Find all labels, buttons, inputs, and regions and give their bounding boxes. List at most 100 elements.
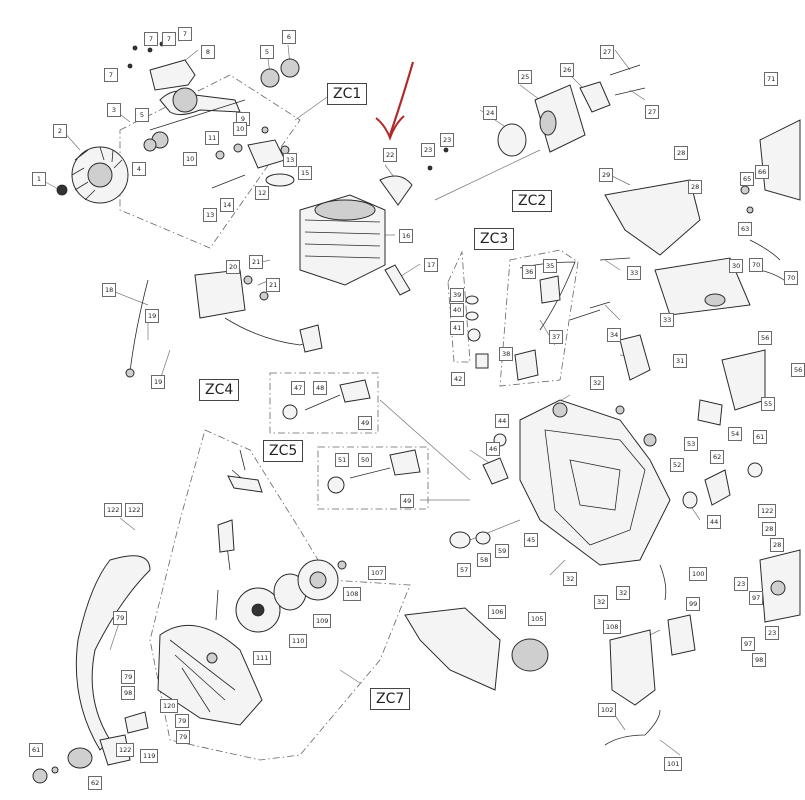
part-number-label: 105 xyxy=(528,612,547,626)
part-number-label: 31 xyxy=(673,354,688,368)
assembly-group-label: ZC1 xyxy=(327,83,368,105)
part-number-label: 57 xyxy=(457,563,472,577)
part-number-label: 25 xyxy=(518,70,533,84)
part-number-label: 108 xyxy=(343,587,362,601)
part-number-label: 23 xyxy=(765,626,780,640)
part-number-label: 36 xyxy=(522,265,537,279)
part-number-label: 33 xyxy=(627,266,642,280)
part-number-label: 55 xyxy=(761,397,776,411)
part-number-label: 42 xyxy=(451,372,466,386)
chain-brake-and-oiler xyxy=(404,549,801,746)
ignition-coil xyxy=(125,269,323,378)
part-number-label: 108 xyxy=(603,620,622,634)
part-number-label: 45 xyxy=(524,533,539,547)
part-number-label: 32 xyxy=(594,595,609,609)
part-number-label: 15 xyxy=(298,166,313,180)
part-number-label: 30 xyxy=(729,259,744,273)
part-number-label: 18 xyxy=(102,283,117,297)
part-number-label: 40 xyxy=(450,303,465,317)
part-number-label: 63 xyxy=(738,222,753,236)
part-number-label: 49 xyxy=(400,494,415,508)
part-number-label: 58 xyxy=(477,553,492,567)
assembly-group-label: ZC4 xyxy=(199,379,240,401)
fuel-system xyxy=(465,257,631,381)
part-number-label: 7 xyxy=(104,68,118,82)
part-number-label: 122 xyxy=(116,743,135,757)
part-number-label: 16 xyxy=(399,229,414,243)
part-number-label: 29 xyxy=(599,168,614,182)
part-number-label: 59 xyxy=(495,544,510,558)
assembly-group-label: ZC2 xyxy=(512,190,553,212)
part-number-label: 1 xyxy=(32,172,46,186)
crankshaft xyxy=(143,58,300,152)
part-number-label: 35 xyxy=(543,259,558,273)
part-number-label: 66 xyxy=(755,165,770,179)
part-number-label: 8 xyxy=(201,45,215,59)
part-number-label: 23 xyxy=(440,133,455,147)
part-number-label: 110 xyxy=(289,634,308,648)
part-number-label: 122 xyxy=(104,503,123,517)
part-number-label: 28 xyxy=(770,538,785,552)
part-number-label: 100 xyxy=(689,567,708,581)
oil-pump-housing xyxy=(127,41,196,91)
part-number-label: 61 xyxy=(753,430,768,444)
part-number-label: 38 xyxy=(499,347,514,361)
part-number-label: 56 xyxy=(758,331,773,345)
part-number-label: 22 xyxy=(383,148,398,162)
part-number-label: 71 xyxy=(764,72,779,86)
part-number-label: 119 xyxy=(140,749,159,763)
part-number-label: 98 xyxy=(752,653,767,667)
part-number-label: 21 xyxy=(249,255,264,269)
part-number-label: 120 xyxy=(160,699,179,713)
part-number-label: 34 xyxy=(607,328,622,342)
part-number-label: 53 xyxy=(684,437,699,451)
part-number-label: 97 xyxy=(741,637,756,651)
part-number-label: 19 xyxy=(145,309,160,323)
part-number-label: 79 xyxy=(175,714,190,728)
part-number-label: 109 xyxy=(313,614,332,628)
part-number-label: 41 xyxy=(450,321,465,335)
part-number-label: 107 xyxy=(368,566,387,580)
part-number-label: 4 xyxy=(132,162,146,176)
assembly-group-label: ZC7 xyxy=(370,688,411,710)
part-number-label: 27 xyxy=(645,105,660,119)
part-number-label: 52 xyxy=(670,458,685,472)
part-number-label: 11 xyxy=(205,131,220,145)
assembly-group-label: ZC5 xyxy=(263,440,304,462)
zc7-outline xyxy=(149,429,411,761)
part-number-label: 23 xyxy=(734,577,749,591)
part-number-label: 102 xyxy=(598,703,617,717)
part-number-label: 70 xyxy=(749,258,764,272)
part-number-label: 7 xyxy=(178,27,192,41)
part-number-label: 62 xyxy=(88,776,103,790)
part-number-label: 17 xyxy=(424,258,439,272)
part-number-label: 13 xyxy=(283,153,298,167)
crankcase xyxy=(519,334,671,566)
part-number-label: 5 xyxy=(135,108,149,122)
part-number-label: 49 xyxy=(358,416,373,430)
cylinder xyxy=(299,194,411,296)
part-number-label: 47 xyxy=(291,381,306,395)
part-number-label: 79 xyxy=(176,730,191,744)
part-number-label: 51 xyxy=(335,453,350,467)
part-number-label: 65 xyxy=(740,172,755,186)
part-number-label: 20 xyxy=(226,260,241,274)
part-number-label: 111 xyxy=(253,651,272,665)
part-number-label: 97 xyxy=(749,591,764,605)
part-number-label: 37 xyxy=(549,330,564,344)
top-cover-and-filter xyxy=(604,119,801,316)
part-number-label: 23 xyxy=(421,143,436,157)
part-number-label: 98 xyxy=(121,686,136,700)
part-number-label: 106 xyxy=(488,605,507,619)
part-number-label: 32 xyxy=(616,586,631,600)
part-number-label: 2 xyxy=(53,124,67,138)
part-number-label: 56 xyxy=(791,363,805,377)
part-number-label: 21 xyxy=(266,278,281,292)
part-number-label: 6 xyxy=(282,30,296,44)
part-number-label: 28 xyxy=(762,522,777,536)
part-number-label: 79 xyxy=(113,611,128,625)
part-number-label: 12 xyxy=(255,186,270,200)
part-number-label: 7 xyxy=(162,32,176,46)
part-number-label: 101 xyxy=(664,757,683,771)
